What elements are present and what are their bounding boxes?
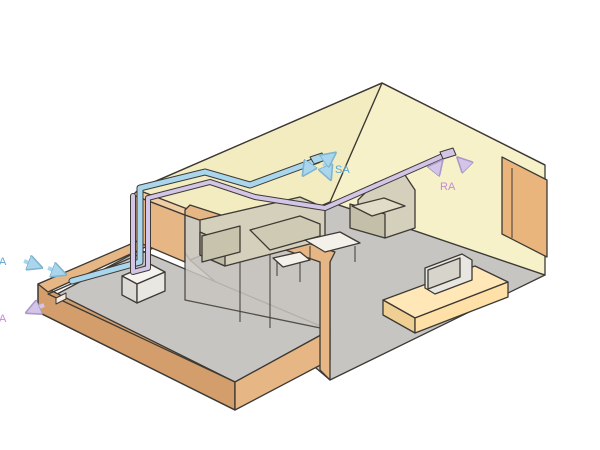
side-table — [272, 251, 311, 282]
air-flow-arrow-icon — [304, 162, 312, 174]
air-flow-arrow-icon — [326, 154, 334, 160]
edge-lower-label: A — [0, 313, 7, 325]
coffee-table — [304, 231, 361, 262]
edge-upper-label: A — [0, 256, 7, 268]
air-flow-arrow-icon — [28, 305, 45, 312]
ductwork — [68, 147, 457, 285]
ceiling-outline — [139, 82, 546, 189]
return-grille-icon — [439, 147, 457, 160]
ac-unit — [121, 263, 166, 304]
supply-air-label: SA — [335, 164, 350, 176]
furniture — [121, 174, 509, 334]
return-grille-icon — [55, 292, 67, 305]
air-flow-arrow-icon — [459, 159, 468, 168]
air-flow-arrow-icon — [433, 162, 441, 172]
return-air-label: RA — [440, 181, 456, 193]
armchair — [349, 174, 416, 239]
door — [501, 156, 548, 258]
tv-cabinet — [382, 265, 509, 334]
air-flow-arrow-icon — [23, 261, 40, 267]
airflow-arrows — [23, 154, 468, 312]
air-flow-arrow-icon — [47, 268, 64, 274]
tv — [424, 253, 473, 295]
sofa — [199, 196, 326, 267]
